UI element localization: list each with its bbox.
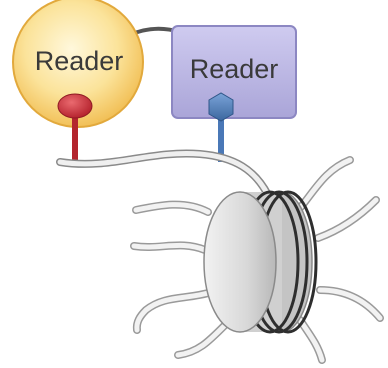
histone-tail-bound — [60, 153, 268, 195]
reader-circle-label: Reader — [35, 46, 124, 76]
nucleosome — [204, 192, 316, 332]
histone-core-face — [204, 192, 276, 332]
reader-square-label: Reader — [190, 54, 279, 84]
reader-square: Reader — [172, 26, 296, 118]
